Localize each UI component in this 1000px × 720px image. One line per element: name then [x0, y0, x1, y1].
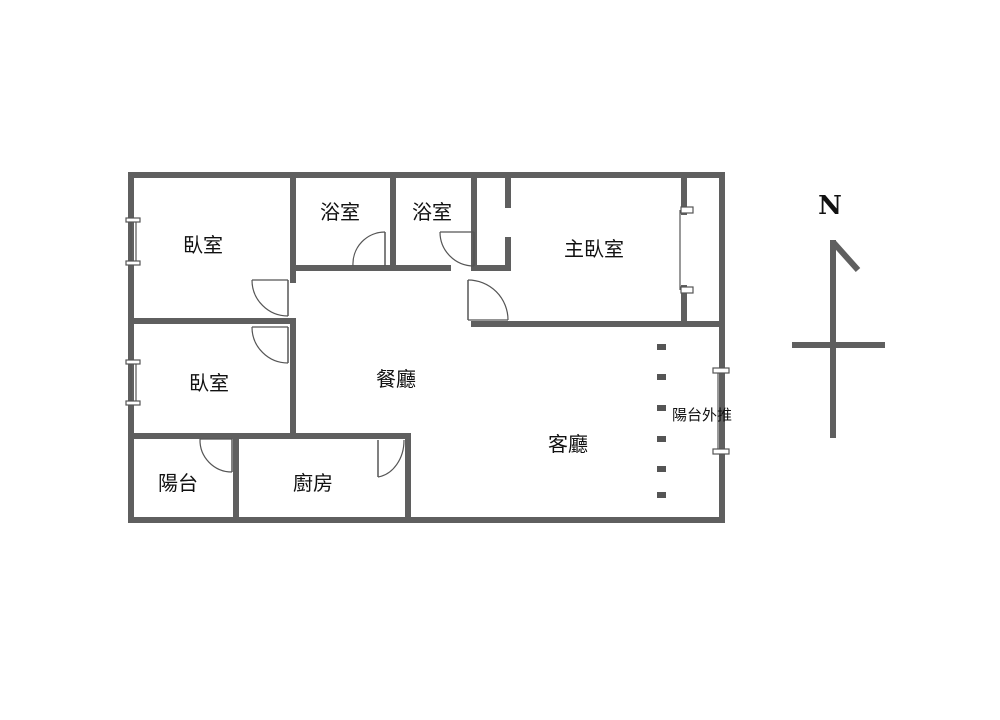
label-bedroom-1: 臥室 — [183, 233, 223, 257]
label-bathroom-2: 浴室 — [412, 200, 452, 224]
label-living-room: 客廳 — [548, 432, 588, 456]
doors — [199, 231, 509, 478]
label-balcony: 陽台 — [158, 471, 198, 495]
label-master-bedroom: 主臥室 — [564, 237, 624, 261]
balcony-posts — [657, 344, 666, 498]
label-bedroom-2: 臥室 — [189, 371, 229, 395]
label-kitchen: 廚房 — [293, 471, 333, 495]
room-labels: 臥室 臥室 浴室 浴室 主臥室 餐廳 客廳 陽台 廚房 陽台外推 — [158, 200, 732, 495]
label-bathroom-1: 浴室 — [320, 200, 360, 224]
interior-walls — [128, 172, 725, 523]
windows — [125, 206, 730, 455]
label-balcony-extension: 陽台外推 — [672, 406, 732, 424]
compass-north-label: N — [818, 191, 842, 221]
compass-icon: N — [792, 191, 885, 438]
outer-walls — [128, 172, 725, 523]
label-dining-room: 餐廳 — [376, 367, 416, 391]
